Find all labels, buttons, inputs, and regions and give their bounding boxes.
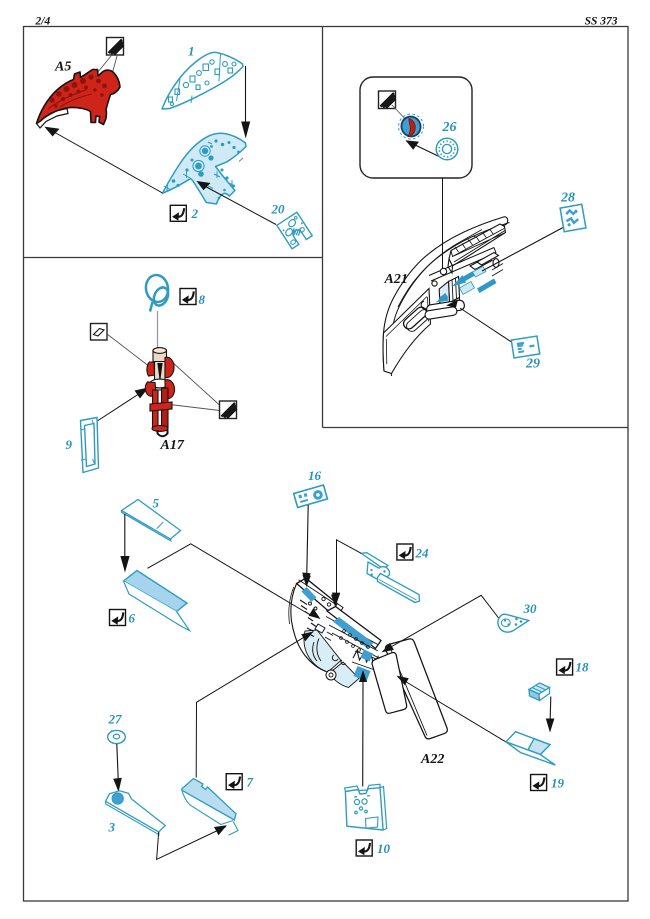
svg-text:1: 1 [188,44,195,59]
svg-text:9: 9 [66,437,73,452]
svg-text:6: 6 [129,611,136,626]
svg-text:27: 27 [108,712,123,727]
svg-text:26: 26 [442,120,457,135]
svg-text:2/4: 2/4 [35,16,51,28]
svg-text:A5: A5 [54,60,71,75]
svg-text:28: 28 [560,191,575,206]
svg-text:A17: A17 [160,438,185,453]
svg-text:20: 20 [271,202,286,217]
svg-text:18: 18 [576,660,590,675]
svg-text:7: 7 [247,775,254,790]
svg-text:8: 8 [199,292,206,307]
svg-text:A22: A22 [420,752,444,767]
svg-text:19: 19 [551,776,565,791]
svg-text:30: 30 [523,601,538,616]
svg-text:24: 24 [415,546,430,561]
svg-text:3: 3 [108,820,116,835]
svg-text:5: 5 [153,496,160,511]
svg-text:2: 2 [191,206,199,221]
svg-text:10: 10 [377,841,391,856]
svg-text:SS 373: SS 373 [585,16,618,28]
svg-text:16: 16 [308,468,322,483]
svg-text:29: 29 [525,357,540,372]
